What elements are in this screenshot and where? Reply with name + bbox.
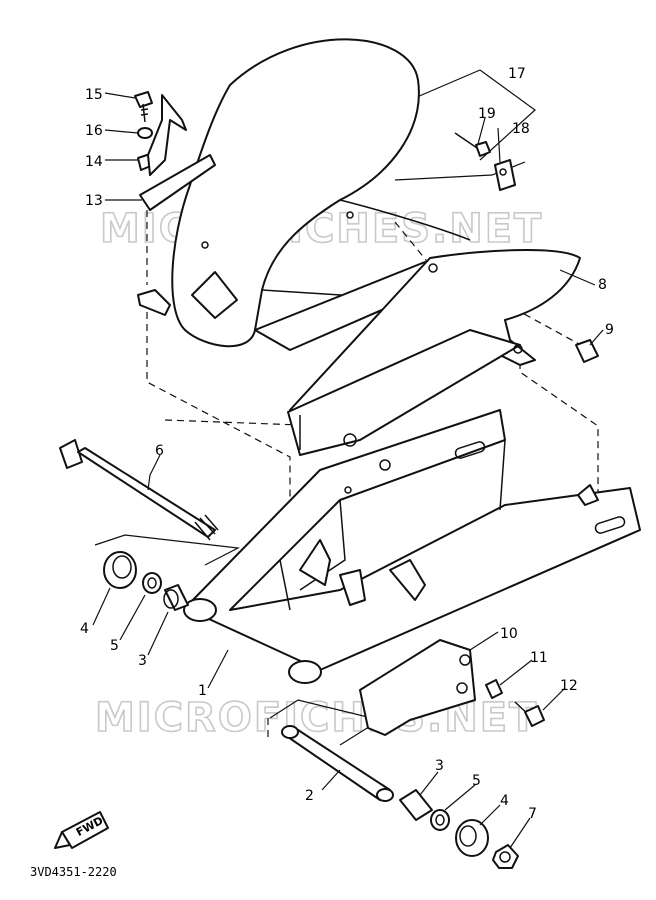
callout-5b: 5: [472, 773, 481, 789]
leader-lines: [92, 92, 604, 849]
chain-guard: [287, 249, 581, 456]
callout-9: 9: [605, 322, 614, 338]
callout-15: 15: [85, 87, 103, 103]
callout-18: 18: [512, 121, 530, 137]
callout-1: 1: [198, 683, 207, 699]
callout-4b: 4: [500, 793, 509, 809]
callout-19: 19: [478, 106, 496, 122]
callout-2: 2: [305, 788, 314, 804]
callout-12: 12: [560, 678, 578, 694]
swingarm: [183, 409, 641, 684]
callout-labels: 15 16 14 13 17 19 18 8 9 6 4 5 3 1 10 11…: [80, 66, 614, 822]
upper-right-fasteners: [454, 132, 516, 191]
callout-5a: 5: [110, 638, 119, 654]
pivot-shaft: [281, 725, 394, 802]
callout-4a: 4: [80, 621, 89, 637]
small-bolts: [485, 339, 599, 727]
callout-14: 14: [85, 154, 103, 170]
callout-16: 16: [85, 123, 103, 139]
callout-11: 11: [530, 650, 548, 666]
diagram-code: 3VD4351-2220: [30, 865, 117, 879]
left-bushing-set: [103, 551, 189, 611]
callout-17: 17: [508, 66, 526, 82]
callout-3b: 3: [435, 758, 444, 774]
long-bolt: [59, 439, 219, 541]
callout-13: 13: [85, 193, 103, 209]
callout-8: 8: [598, 277, 607, 293]
chain-guide: [359, 639, 476, 736]
callout-3a: 3: [138, 653, 147, 669]
upper-left-fasteners: [134, 91, 216, 316]
callout-10: 10: [500, 626, 518, 642]
callout-7: 7: [528, 806, 537, 822]
forward-arrow-icon: FWD: [54, 811, 109, 849]
right-bushing-set: [399, 789, 519, 869]
callout-6: 6: [155, 443, 164, 459]
